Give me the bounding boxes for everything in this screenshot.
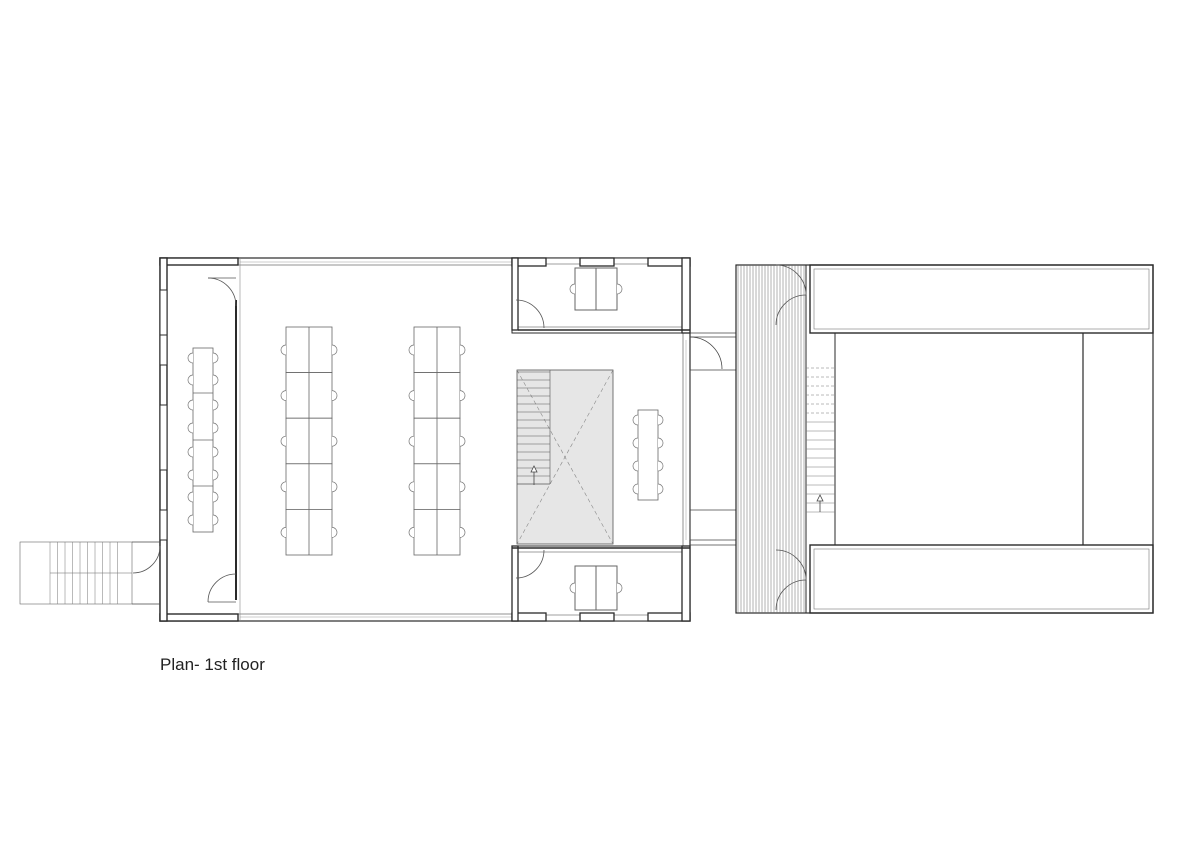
right-stair-arrow — [816, 494, 824, 512]
staircase-core — [517, 370, 551, 485]
chair — [331, 527, 338, 538]
main-building — [159, 257, 691, 622]
chair — [212, 374, 219, 386]
chair — [459, 435, 466, 447]
chair — [187, 469, 194, 481]
stair-void — [516, 369, 614, 545]
right-doors — [775, 264, 807, 611]
entry-stair — [19, 541, 160, 605]
chair — [616, 283, 623, 295]
stair-arrow — [530, 465, 538, 485]
chair — [569, 283, 576, 295]
chair — [280, 481, 287, 493]
chair — [187, 352, 194, 364]
plan-caption: Plan- 1st floor — [160, 655, 265, 674]
chair — [408, 481, 415, 493]
corridor-chairs — [187, 352, 219, 526]
chair — [331, 390, 338, 401]
chair — [657, 414, 664, 426]
chair — [616, 582, 623, 594]
bottom-office — [511, 545, 691, 622]
right-staircase — [806, 367, 835, 513]
corridor-table — [192, 347, 214, 533]
chair — [459, 527, 466, 538]
entry-door — [132, 545, 161, 574]
chair — [632, 460, 639, 472]
top-office — [511, 257, 691, 334]
chair — [187, 422, 194, 434]
entry-stair-treads — [49, 542, 118, 604]
chair — [331, 344, 338, 356]
chair — [212, 446, 219, 458]
chair — [212, 514, 219, 526]
chair — [187, 446, 194, 458]
chair — [408, 344, 415, 356]
chair — [212, 399, 219, 411]
chair — [280, 527, 287, 538]
chair — [632, 483, 639, 495]
top-office-door — [515, 299, 545, 329]
chair — [280, 435, 287, 447]
chair — [459, 390, 466, 401]
right-building — [735, 264, 1154, 614]
chair — [212, 469, 219, 481]
bridge — [685, 332, 736, 546]
chair — [187, 399, 194, 411]
chair — [459, 344, 466, 356]
chair — [657, 483, 664, 495]
chair — [280, 390, 287, 401]
chair — [187, 514, 194, 526]
chair — [331, 481, 338, 493]
chair — [632, 414, 639, 426]
bottom-office-door — [515, 549, 545, 579]
hall-tables — [280, 326, 466, 556]
chair — [212, 491, 219, 503]
core-table — [637, 409, 659, 501]
right-ribbed-facade — [737, 265, 805, 613]
chair — [459, 481, 466, 493]
chair — [212, 352, 219, 364]
chair — [408, 390, 415, 401]
chair — [569, 582, 576, 594]
chair — [408, 527, 415, 538]
chair — [657, 437, 664, 449]
chair — [212, 422, 219, 434]
office-chairs — [569, 283, 623, 594]
chair — [657, 460, 664, 472]
chair — [187, 491, 194, 503]
chair — [331, 435, 338, 447]
chair — [408, 435, 415, 447]
chair — [280, 344, 287, 356]
chair — [187, 374, 194, 386]
core-chairs — [632, 414, 664, 495]
chair — [632, 437, 639, 449]
door-swings-left — [207, 277, 237, 603]
